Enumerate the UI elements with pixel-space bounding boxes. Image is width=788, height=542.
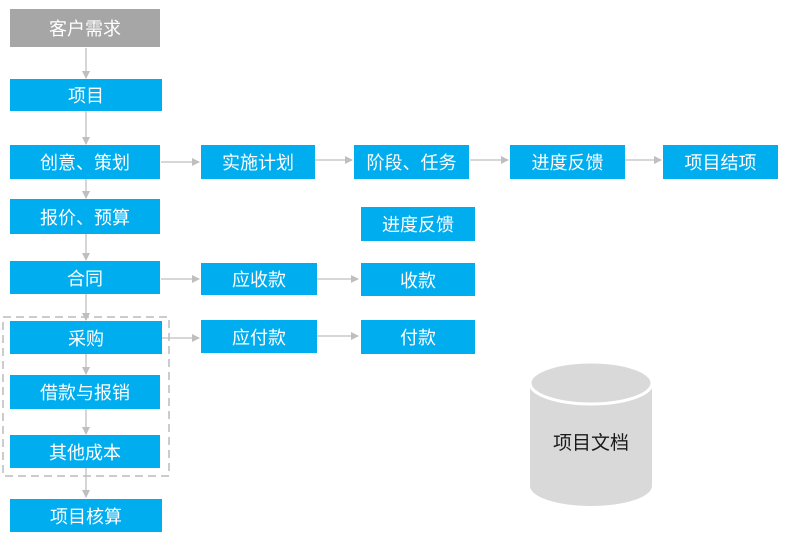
- node-implementation-plan: 实施计划: [201, 145, 315, 179]
- database-label: 项目文档: [552, 432, 629, 454]
- node-project-accounting: 项目核算: [10, 499, 162, 532]
- node-payables: 应付款: [201, 320, 317, 353]
- node-phases-tasks: 阶段、任务: [354, 145, 469, 179]
- node-progress-feedback-top: 进度反馈: [510, 145, 625, 179]
- node-collection: 收款: [361, 263, 475, 296]
- node-contract: 合同: [10, 261, 160, 294]
- node-other-costs: 其他成本: [10, 435, 160, 468]
- node-project-closure: 项目结项: [663, 145, 778, 179]
- node-project: 项目: [10, 79, 162, 111]
- node-creative-planning: 创意、策划: [10, 145, 160, 179]
- node-procurement: 采购: [10, 321, 162, 354]
- node-receivables: 应收款: [201, 263, 317, 295]
- node-customer-needs: 客户需求: [10, 9, 160, 47]
- database-cylinder-icon: [528, 360, 654, 506]
- node-progress-feedback-mid: 进度反馈: [361, 207, 475, 241]
- node-quote-budget: 报价、预算: [10, 199, 160, 234]
- node-payment: 付款: [361, 320, 475, 354]
- node-loans-reimbursement: 借款与报销: [10, 375, 160, 409]
